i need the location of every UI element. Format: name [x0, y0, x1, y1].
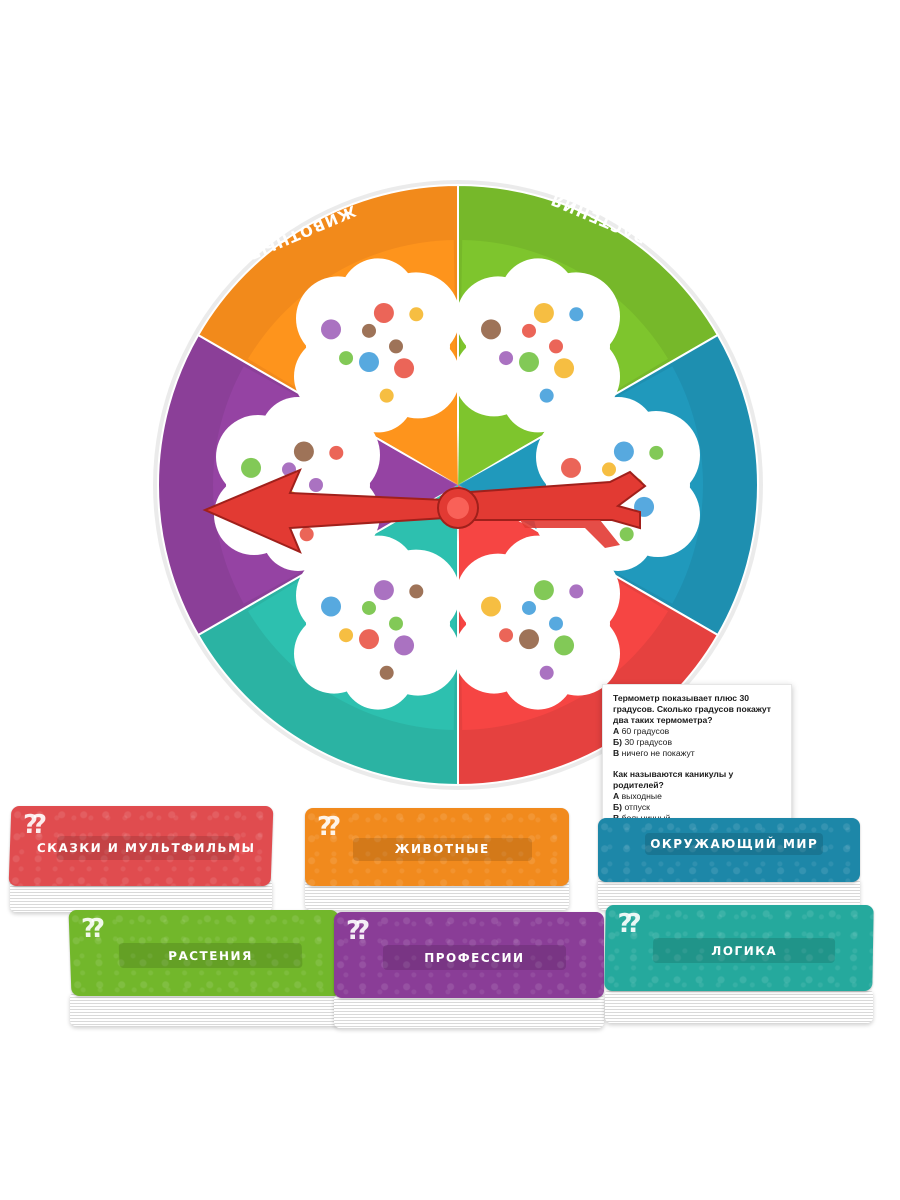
picture-cloud — [294, 258, 460, 433]
picture-clouds — [214, 258, 700, 710]
question-mark-icon: ?? — [317, 812, 341, 842]
question-mark-icon: ?? — [80, 914, 100, 944]
question-mark-icon: ?? — [346, 916, 370, 946]
deck-label: ЛОГИКА — [711, 943, 778, 958]
picture-cloud — [294, 535, 460, 710]
deck-rastenia[interactable]: ?? РАСТЕНИЯ — [68, 910, 342, 1026]
question-1: Термометр показывает плюс 30 градусов. С… — [613, 693, 771, 725]
picture-cloud — [454, 535, 620, 710]
deck-logika[interactable]: ?? ЛОГИКА — [604, 905, 874, 1023]
deck-label: ОКРУЖАЮЩИЙ МИР — [650, 837, 819, 852]
question-1-answer-c: В ничего не покажут — [613, 748, 695, 758]
deck-label: ЖИВОТНЫЕ — [394, 842, 490, 857]
question-2: Как называются каникулы у родителей? — [613, 769, 734, 790]
question-card[interactable]: Термометр показывает плюс 30 градусов. С… — [602, 684, 792, 826]
deck-zhivotnye[interactable]: ?? ЖИВОТНЫЕ — [305, 808, 569, 910]
sector-label-okruzh: ОКРУЖАЮЩИЙ МИР — [768, 376, 787, 581]
sector-label-professii: ПРОФЕССИ — [136, 436, 154, 544]
question-mark-icon: ?? — [22, 810, 42, 840]
deck-okruzh[interactable]: ?? ОКРУЖАЮЩИЙ МИР — [598, 818, 860, 910]
deck-skazki[interactable]: ?? СКАЗКИ И МУЛЬТФИЛЬМЫ — [8, 806, 274, 912]
spinner-arrow[interactable] — [202, 468, 647, 554]
question-1-answer-a: А 60 градусов — [613, 726, 670, 736]
question-2-answer-b: Б) отпуск — [613, 802, 650, 812]
deck-label: СКАЗКИ И МУЛЬТФИЛЬМЫ — [36, 841, 256, 856]
deck-label: РАСТЕНИЯ — [167, 948, 254, 963]
picture-cloud — [454, 258, 620, 433]
spinner-wheel[interactable]: РАСТЕНИЯ ЖИВОТНЫЕ ОКРУЖАЮЩИЙ МИР ПРОФЕСС… — [0, 0, 900, 900]
question-mark-icon: ?? — [617, 909, 636, 939]
question-2-answer-a: А выходные — [613, 791, 662, 801]
question-1-answer-b: Б) 30 градусов — [613, 737, 673, 747]
deck-label: ПРОФЕССИИ — [424, 950, 525, 965]
deck-professii[interactable]: ?? ПРОФЕССИИ — [334, 912, 604, 1028]
